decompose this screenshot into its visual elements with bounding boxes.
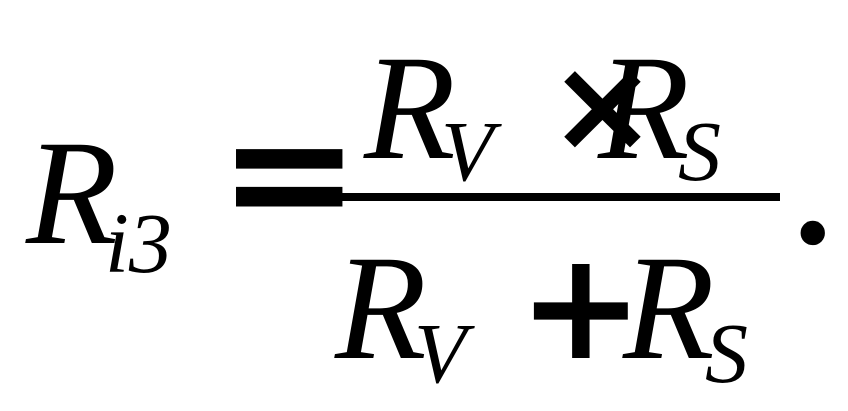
- numerator-right-symbol: R: [598, 25, 690, 191]
- denominator-right-subscript: S: [705, 305, 748, 401]
- lhs-subscript: i3: [105, 195, 172, 291]
- denominator-left-subscript: V: [414, 305, 467, 401]
- plus-operator: +: [518, 220, 644, 394]
- numerator-left-subscript: V: [441, 103, 494, 199]
- denominator-left-symbol: R: [335, 225, 427, 391]
- numerator-left-symbol: R: [364, 25, 456, 191]
- lhs-symbol: R: [26, 110, 118, 276]
- multiply-operator: ×: [548, 29, 657, 181]
- fraction-bar: [322, 193, 780, 201]
- denominator-right-symbol: R: [623, 225, 715, 391]
- terminating-period: .: [794, 110, 832, 276]
- equals-sign: =: [218, 74, 361, 272]
- numerator-right-subscript: S: [678, 103, 721, 199]
